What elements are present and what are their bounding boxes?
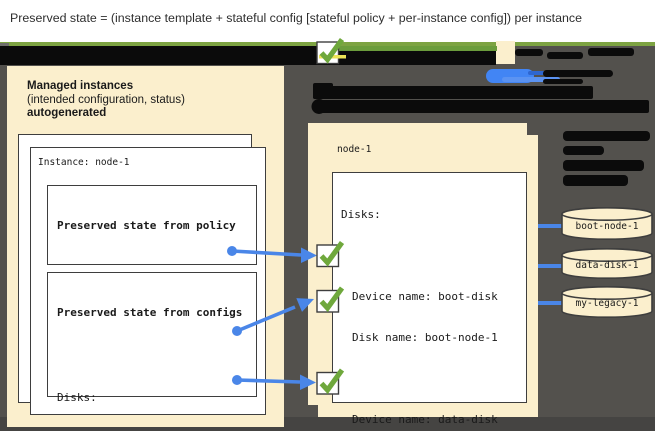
redaction-topbar: [0, 46, 496, 65]
vm-panel-title: node-1: [337, 144, 372, 155]
disks-label: Disks:: [57, 390, 97, 404]
managed-instances-heading: Managed instances (intended configuratio…: [27, 80, 185, 121]
disks-label: Disks:: [341, 207, 381, 221]
corner-notch: [0, 43, 9, 48]
configs-state-code: Preserved state from configs Disks: Devi…: [57, 278, 242, 431]
data-device-line: Device name: data-disk: [352, 412, 498, 426]
policy-state-box: [47, 185, 257, 265]
policy-box-title: Preserved state from policy: [57, 218, 236, 232]
heading-line-2: (intended configuration, status): [27, 93, 185, 106]
page-title: Preserved state = (instance template + s…: [10, 11, 582, 25]
disk-label-data: data-disk-1: [575, 260, 639, 271]
boot-disk-line: Disk name: boot-node-1: [352, 330, 498, 344]
vm-state-code: Disks: Device name: boot-disk Disk name:…: [341, 180, 511, 431]
boot-device-line: Device name: boot-disk: [352, 289, 498, 303]
heading-line-3: autogenerated: [27, 107, 107, 119]
heading-line-1: Managed instances: [27, 80, 134, 92]
small-beige-box: [496, 41, 515, 64]
instance-card-title: Instance: node-1: [38, 157, 130, 168]
disk-label-boot: boot-node-1: [575, 221, 639, 232]
vm-state-box: [332, 172, 527, 403]
disk-label-legacy: my-legacy-1: [575, 298, 639, 309]
configs-state-box: [47, 272, 257, 397]
configs-box-title: Preserved state from configs: [57, 305, 243, 319]
